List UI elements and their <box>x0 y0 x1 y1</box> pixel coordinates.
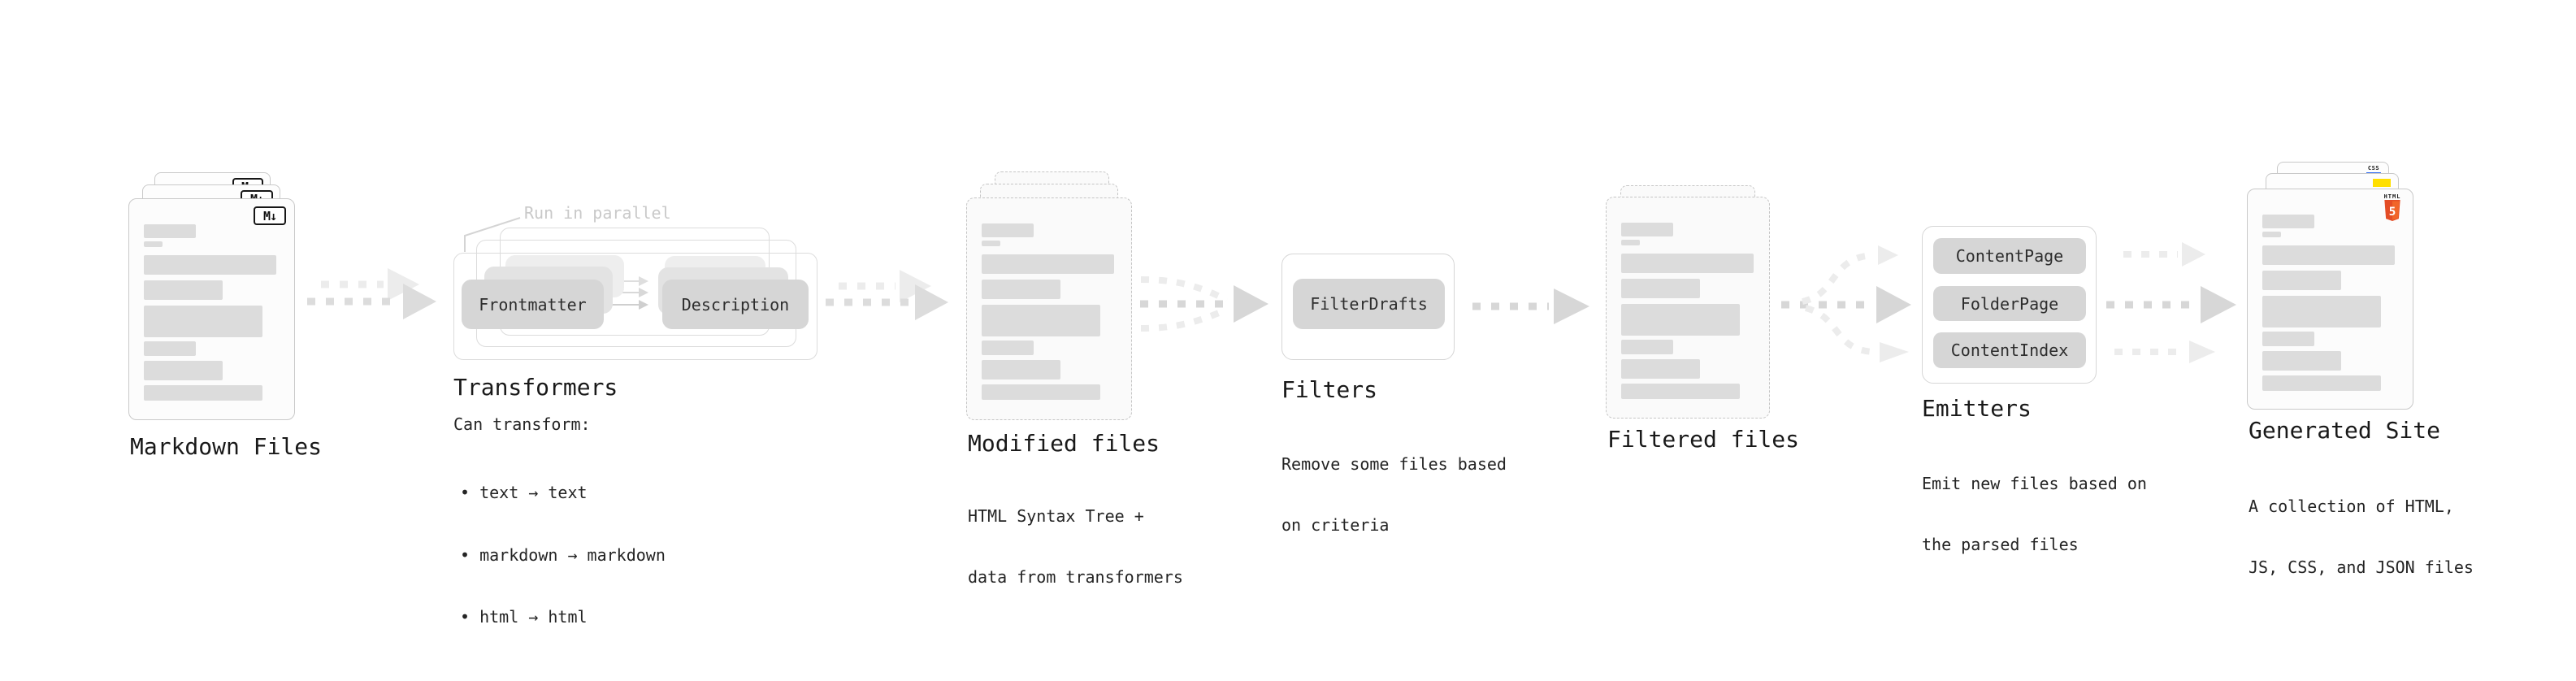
doc-line-placeholder <box>144 241 163 247</box>
doc-line-placeholder <box>2262 375 2381 391</box>
markdown-file-card-front: M↓ <box>128 198 295 420</box>
arrow-modified-to-filters <box>1140 276 1268 332</box>
doc-line-placeholder <box>144 224 196 238</box>
description-node: Description <box>662 280 809 329</box>
parallel-note-leader-line <box>464 217 521 252</box>
bullet-item: • markdown → markdown <box>460 544 666 565</box>
transformers-bullet-list: • text → text • markdown → markdown • ht… <box>460 441 666 669</box>
html5-icon-label: HTML <box>2383 193 2401 200</box>
run-in-parallel-note: Run in parallel <box>524 203 671 223</box>
filterdrafts-node: FilterDrafts <box>1293 279 1445 329</box>
arrow-filters-to-filtered <box>1472 288 1589 324</box>
modified-files-title: Modified files <box>968 430 1160 457</box>
caption-line: A collection of HTML, <box>2249 497 2454 516</box>
doc-line-placeholder <box>1621 340 1673 354</box>
filters-caption: Remove some files based on criteria <box>1281 414 1507 576</box>
javascript-icon <box>2373 179 2391 187</box>
doc-line-placeholder <box>1621 384 1740 399</box>
doc-line-placeholder <box>1621 304 1740 336</box>
css-icon-label: CSS <box>2367 165 2380 171</box>
caption-line: Emit new files based on <box>1922 474 2147 493</box>
markdown-icon: M↓ <box>254 206 286 225</box>
caption-line: Remove some files based <box>1281 454 1507 474</box>
html5-shield-icon: 5 <box>2384 200 2400 222</box>
caption-line: data from transformers <box>968 567 1183 587</box>
generated-site-title: Generated Site <box>2249 417 2441 444</box>
caption-line: on criteria <box>1281 515 1390 535</box>
arrow-frontmatter-to-description <box>611 276 648 310</box>
doc-line-placeholder <box>982 340 1034 355</box>
contentpage-node: ContentPage <box>1933 238 2086 274</box>
doc-line-placeholder <box>1621 279 1700 298</box>
doc-line-placeholder <box>982 305 1100 336</box>
transformers-caption: Can transform: <box>453 414 591 434</box>
markdown-files-title: Markdown Files <box>130 433 323 460</box>
doc-line-placeholder <box>144 361 223 380</box>
doc-line-placeholder <box>2262 351 2341 371</box>
arrow-markdown-to-transformers <box>307 268 436 319</box>
filtered-file-card-front <box>1606 197 1770 419</box>
doc-line-placeholder <box>982 360 1060 380</box>
modified-files-caption: HTML Syntax Tree + data from transformer… <box>968 466 1183 628</box>
doc-line-placeholder <box>144 255 276 275</box>
doc-line-placeholder <box>144 306 262 337</box>
doc-line-placeholder <box>2262 296 2381 327</box>
arrow-emitters-to-site <box>2106 242 2236 363</box>
filters-title: Filters <box>1281 376 1378 403</box>
doc-line-placeholder <box>2262 215 2314 228</box>
doc-line-placeholder <box>2262 271 2341 290</box>
doc-line-placeholder <box>982 241 1000 246</box>
doc-line-placeholder <box>2262 232 2281 237</box>
doc-line-placeholder <box>982 223 1034 237</box>
svg-text:5: 5 <box>2389 206 2396 219</box>
bullet-item: • text → text <box>460 483 588 502</box>
bullet-item: • html → html <box>460 607 588 627</box>
caption-line: JS, CSS, and JSON files <box>2249 557 2474 577</box>
filtered-files-title: Filtered files <box>1607 426 1800 453</box>
doc-line-placeholder <box>2262 332 2314 346</box>
transformers-title: Transformers <box>453 374 618 401</box>
transformer-frame-front <box>453 253 817 360</box>
doc-line-placeholder <box>144 280 223 300</box>
html5-icon: HTML 5 <box>2383 193 2402 225</box>
doc-line-placeholder <box>2262 245 2395 265</box>
caption-line: the parsed files <box>1922 535 2079 554</box>
doc-line-placeholder <box>144 385 262 401</box>
site-file-card-front: HTML 5 <box>2247 189 2413 410</box>
caption-line: HTML Syntax Tree + <box>968 506 1144 526</box>
arrow-filtered-to-emitters <box>1781 245 1911 362</box>
emitters-caption: Emit new files based on the parsed files <box>1922 433 2147 596</box>
arrow-transformers-to-modified <box>826 270 948 320</box>
doc-line-placeholder <box>982 254 1114 274</box>
frontmatter-node: Frontmatter <box>462 280 604 329</box>
folderpage-node: FolderPage <box>1933 286 2086 321</box>
doc-line-placeholder <box>1621 240 1640 245</box>
doc-line-placeholder <box>982 280 1060 299</box>
doc-line-placeholder <box>144 341 196 356</box>
generated-site-caption: A collection of HTML, JS, CSS, and JSON … <box>2249 456 2474 618</box>
doc-line-placeholder <box>982 384 1100 400</box>
modified-file-card-front <box>966 197 1132 420</box>
doc-line-placeholder <box>1621 254 1754 273</box>
doc-line-placeholder <box>1621 359 1700 379</box>
doc-line-placeholder <box>1621 223 1673 236</box>
contentindex-node: ContentIndex <box>1933 332 2086 368</box>
emitters-title: Emitters <box>1922 395 2032 422</box>
